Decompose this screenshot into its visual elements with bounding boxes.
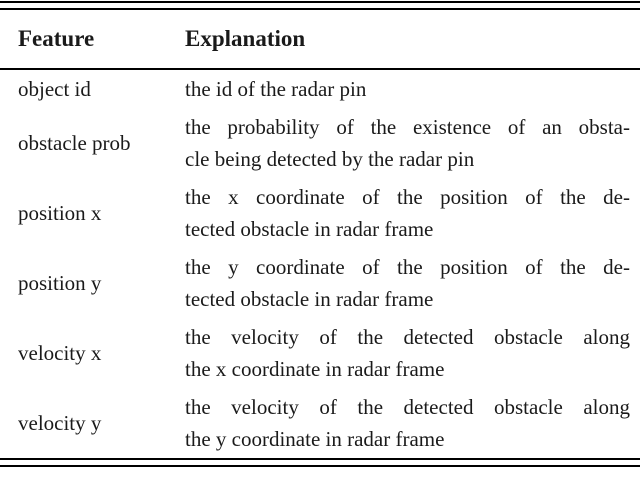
bottom-double-rule — [0, 458, 640, 467]
explanation-line: the velocity of the detected obstacle al… — [185, 395, 630, 419]
radar-feature-table: Feature Explanation object id the id of … — [0, 1, 640, 467]
explanation-line: tected obstacle in radar frame — [185, 217, 434, 241]
feature-cell: object id — [18, 77, 91, 101]
explanation-line: the y coordinate of the position of the … — [185, 255, 630, 279]
feature-cell: position y — [18, 271, 102, 295]
explanation-line: the y coordinate in radar frame — [185, 427, 445, 451]
explanation-line: the id of the radar pin — [185, 77, 367, 101]
explanation-cell: the id of the radar pin — [185, 73, 640, 105]
explanation-line: tected obstacle in radar frame — [185, 287, 434, 311]
table-row: velocity x the velocity of the detected … — [0, 318, 640, 388]
explanation-cell: the velocity of the detected obstacle al… — [185, 321, 640, 385]
explanation-cell: the probability of the existence of an o… — [185, 111, 640, 175]
table-row: position y the y coordinate of the posit… — [0, 248, 640, 318]
feature-cell: position x — [18, 201, 102, 225]
feature-cell: velocity x — [18, 341, 102, 365]
table-header-row: Feature Explanation — [0, 10, 640, 68]
feature-cell: velocity y — [18, 411, 102, 435]
explanation-line: the probability of the existence of an o… — [185, 115, 630, 139]
explanation-cell: the x coordinate of the position of the … — [185, 181, 640, 245]
table-row: obstacle prob the probability of the exi… — [0, 108, 640, 178]
explanation-line: the velocity of the detected obstacle al… — [185, 325, 630, 349]
column-header-explanation: Explanation — [185, 26, 306, 51]
table-row: velocity y the velocity of the detected … — [0, 388, 640, 458]
feature-cell: obstacle prob — [18, 131, 131, 155]
explanation-line: the x coordinate in radar frame — [185, 357, 445, 381]
column-header-feature: Feature — [18, 26, 95, 51]
explanation-cell: the velocity of the detected obstacle al… — [185, 391, 640, 455]
top-double-rule — [0, 1, 640, 10]
header-rule — [0, 68, 640, 70]
explanation-line: cle being detected by the radar pin — [185, 147, 475, 171]
explanation-line: the x coordinate of the position of the … — [185, 185, 630, 209]
explanation-cell: the y coordinate of the position of the … — [185, 251, 640, 315]
table-row: position x the x coordinate of the posit… — [0, 178, 640, 248]
table-row: object id the id of the radar pin — [0, 70, 640, 108]
